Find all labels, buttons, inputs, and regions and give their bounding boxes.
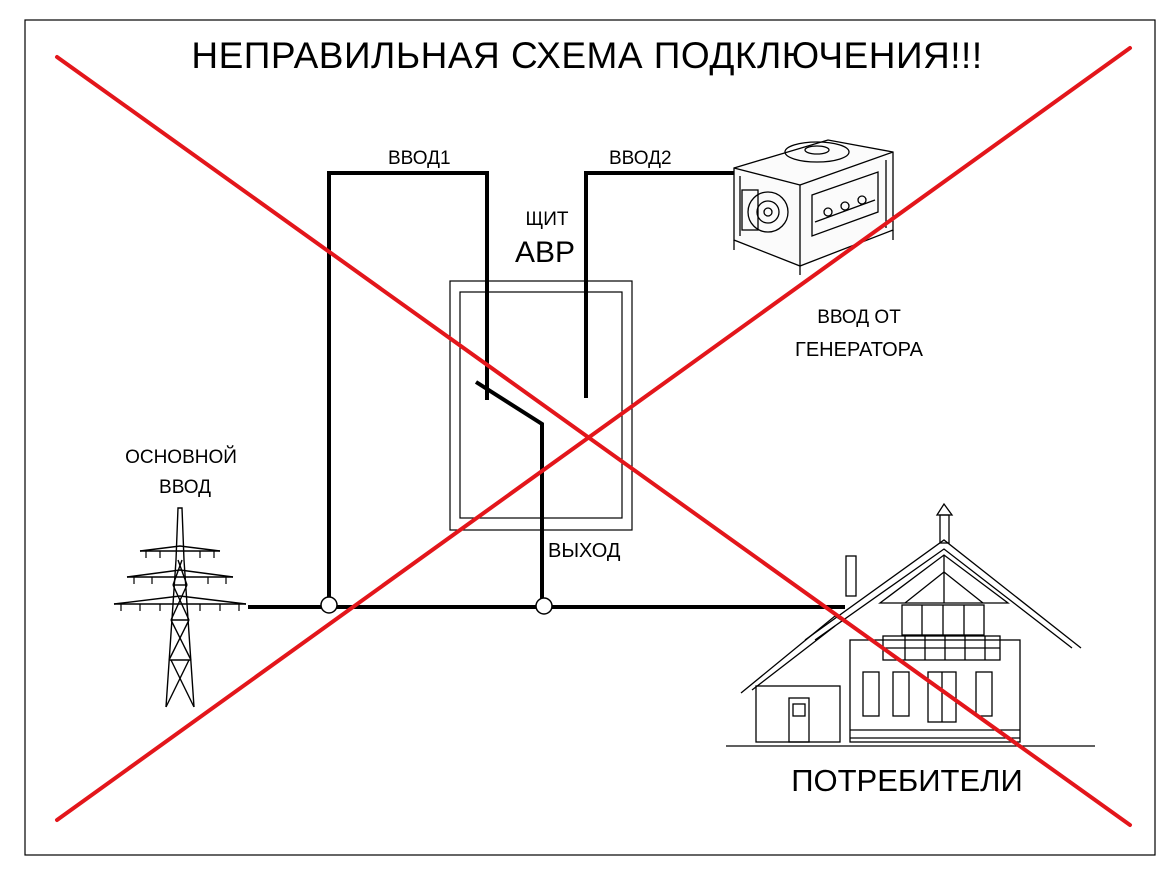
- main-input-label-line2: ВВОД: [159, 477, 211, 498]
- junction-node-input1: [320, 596, 338, 614]
- house-icon: [726, 502, 1095, 747]
- input1-wire: [327, 171, 489, 607]
- main-input-label-line1: ОСНОВНОЙ: [125, 446, 237, 468]
- generator-icon: [733, 139, 894, 275]
- switch-contact: [474, 380, 544, 607]
- panel-top-label: ЩИТ: [525, 209, 568, 230]
- outer-frame: [24, 19, 1156, 856]
- input1-label: ВВОД1: [388, 148, 451, 169]
- consumers-label: ПОТРЕБИТЕЛИ: [791, 763, 1023, 798]
- panel-name-label: АВР: [515, 236, 575, 269]
- input2-wire: [584, 171, 745, 398]
- output-label: ВЫХОД: [548, 540, 621, 562]
- junction-node-output: [535, 597, 553, 615]
- generator-label-line2: ГЕНЕРАТОРА: [795, 339, 924, 361]
- input2-label: ВВОД2: [609, 148, 672, 169]
- power-pylon-icon: [113, 507, 247, 708]
- diagram-title: НЕПРАВИЛЬНАЯ СХЕМА ПОДКЛЮЧЕНИЯ!!!: [191, 35, 982, 76]
- wrong-scheme-cross: [55, 46, 1132, 827]
- generator-label-line1: ВВОД ОТ: [817, 307, 901, 328]
- wires: [248, 171, 845, 609]
